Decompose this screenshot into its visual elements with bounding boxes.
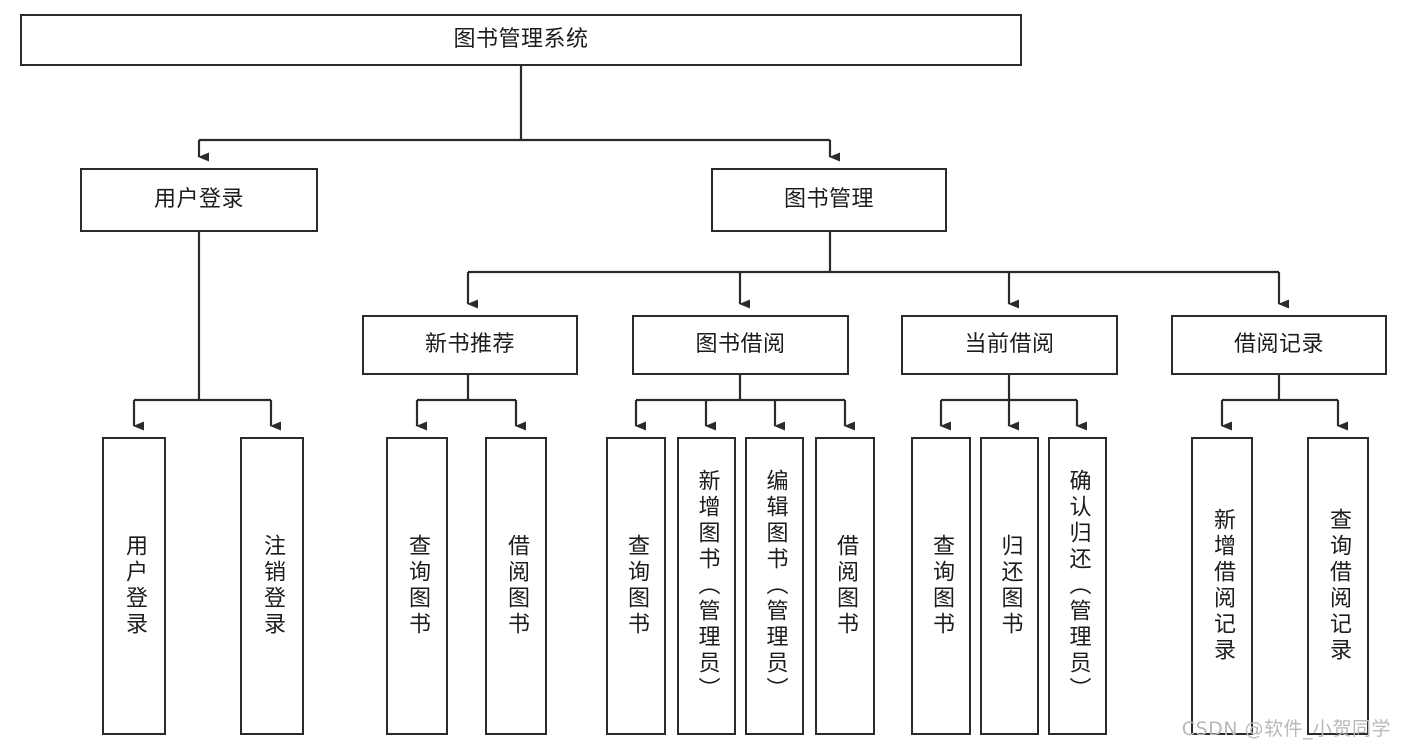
leaf-return-book-label: 归还图书 [997, 534, 1023, 638]
node-borrow-record-label: 借阅记录 [1233, 332, 1324, 358]
leaf-borrow-book-2[interactable]: 借阅图书 [815, 437, 875, 735]
node-root-label: 图书管理系统 [453, 27, 589, 53]
leaf-user-login[interactable]: 用户登录 [102, 437, 166, 735]
leaf-edit-book-label: 编辑图书（管理员） [762, 469, 788, 703]
leaf-query-book-2-label: 查询图书 [624, 534, 649, 638]
leaf-user-login-label: 用户登录 [122, 534, 147, 638]
leaf-query-book-1-label: 查询图书 [405, 534, 430, 638]
leaf-confirm-return[interactable]: 确认归还（管理员） [1048, 437, 1107, 735]
node-book-borrow[interactable]: 图书借阅 [632, 315, 849, 375]
leaf-borrow-book-1[interactable]: 借阅图书 [485, 437, 547, 735]
node-new-book-recommend[interactable]: 新书推荐 [362, 315, 578, 375]
leaf-borrow-book-2-label: 借阅图书 [833, 534, 858, 638]
leaf-add-book-label: 新增图书（管理员） [694, 469, 720, 703]
node-current-borrow[interactable]: 当前借阅 [901, 315, 1118, 375]
node-user-login-label: 用户登录 [153, 187, 244, 213]
node-book-manage[interactable]: 图书管理 [711, 168, 947, 232]
csdn-watermark: CSDN @软件_小贺同学 [1181, 718, 1391, 740]
leaf-query-book-2[interactable]: 查询图书 [606, 437, 666, 735]
leaf-query-record-label: 查询借阅记录 [1326, 508, 1351, 664]
leaf-add-book[interactable]: 新增图书（管理员） [677, 437, 736, 735]
leaf-add-record-label: 新增借阅记录 [1210, 508, 1235, 664]
node-user-login[interactable]: 用户登录 [80, 168, 318, 232]
node-current-borrow-label: 当前借阅 [964, 332, 1055, 358]
leaf-logout-login[interactable]: 注销登录 [240, 437, 304, 735]
leaf-query-book-3[interactable]: 查询图书 [911, 437, 971, 735]
node-borrow-record[interactable]: 借阅记录 [1171, 315, 1387, 375]
leaf-query-book-3-label: 查询图书 [929, 534, 954, 638]
node-book-manage-label: 图书管理 [783, 187, 874, 213]
leaf-borrow-book-1-label: 借阅图书 [504, 534, 529, 638]
node-book-borrow-label: 图书借阅 [695, 332, 786, 358]
leaf-confirm-return-label: 确认归还（管理员） [1065, 469, 1091, 703]
leaf-edit-book[interactable]: 编辑图书（管理员） [745, 437, 804, 735]
leaf-add-record[interactable]: 新增借阅记录 [1191, 437, 1253, 735]
node-root[interactable]: 图书管理系统 [20, 14, 1022, 66]
node-new-book-recommend-label: 新书推荐 [424, 332, 515, 358]
leaf-logout-login-label: 注销登录 [260, 534, 285, 638]
leaf-query-record[interactable]: 查询借阅记录 [1307, 437, 1369, 735]
leaf-query-book-1[interactable]: 查询图书 [386, 437, 448, 735]
leaf-return-book[interactable]: 归还图书 [980, 437, 1039, 735]
